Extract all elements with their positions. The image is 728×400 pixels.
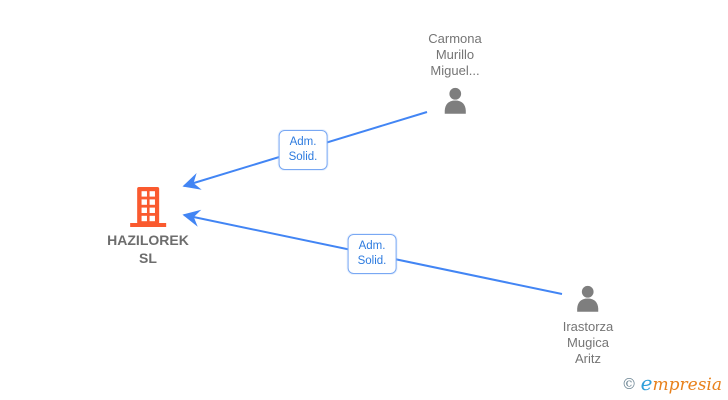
person-top-label-line3: Miguel... [430,63,480,78]
edge-label-top-line2: Solid. [288,151,318,163]
edge-label-top[interactable]: Adm. Solid. [278,130,328,170]
person-bottom-label-line2: Mugica [567,335,609,350]
company-label-line2: SL [139,250,157,266]
copyright-icon: © [621,375,637,393]
person-top-label: Carmona Murillo Miguel... [428,31,481,79]
watermark-brand-initial: e [640,371,653,395]
person-icon [439,86,471,116]
watermark-brand-rest: mpresia [652,375,723,395]
person-bottom-label-line1: Irastorza [562,319,614,334]
person-top-label-line2: Murillo [435,47,475,62]
person-node-bottom[interactable]: Irastorza Mugica Aritz [563,284,614,367]
edge-label-top-line1: Adm. [289,136,317,148]
edge-label-bottom[interactable]: Adm. Solid. [347,234,397,274]
person-bottom-label-line3: Aritz [574,351,601,366]
person-top-label-line1: Carmona [428,31,482,46]
company-node[interactable]: HAZILOREK SL [107,186,189,267]
person-node-top[interactable]: Carmona Murillo Miguel... [428,31,482,116]
person-icon [572,284,604,314]
building-icon [129,186,167,228]
person-bottom-label: Irastorza Mugica Aritz [563,319,614,367]
company-label-line1: HAZILOREK [107,232,189,248]
edge-label-bottom-line1: Adm. [358,240,386,252]
edge-label-bottom-line2: Solid. [357,255,387,267]
empresia-watermark: ©empresia [622,371,722,395]
company-label: HAZILOREK SL [107,231,189,267]
